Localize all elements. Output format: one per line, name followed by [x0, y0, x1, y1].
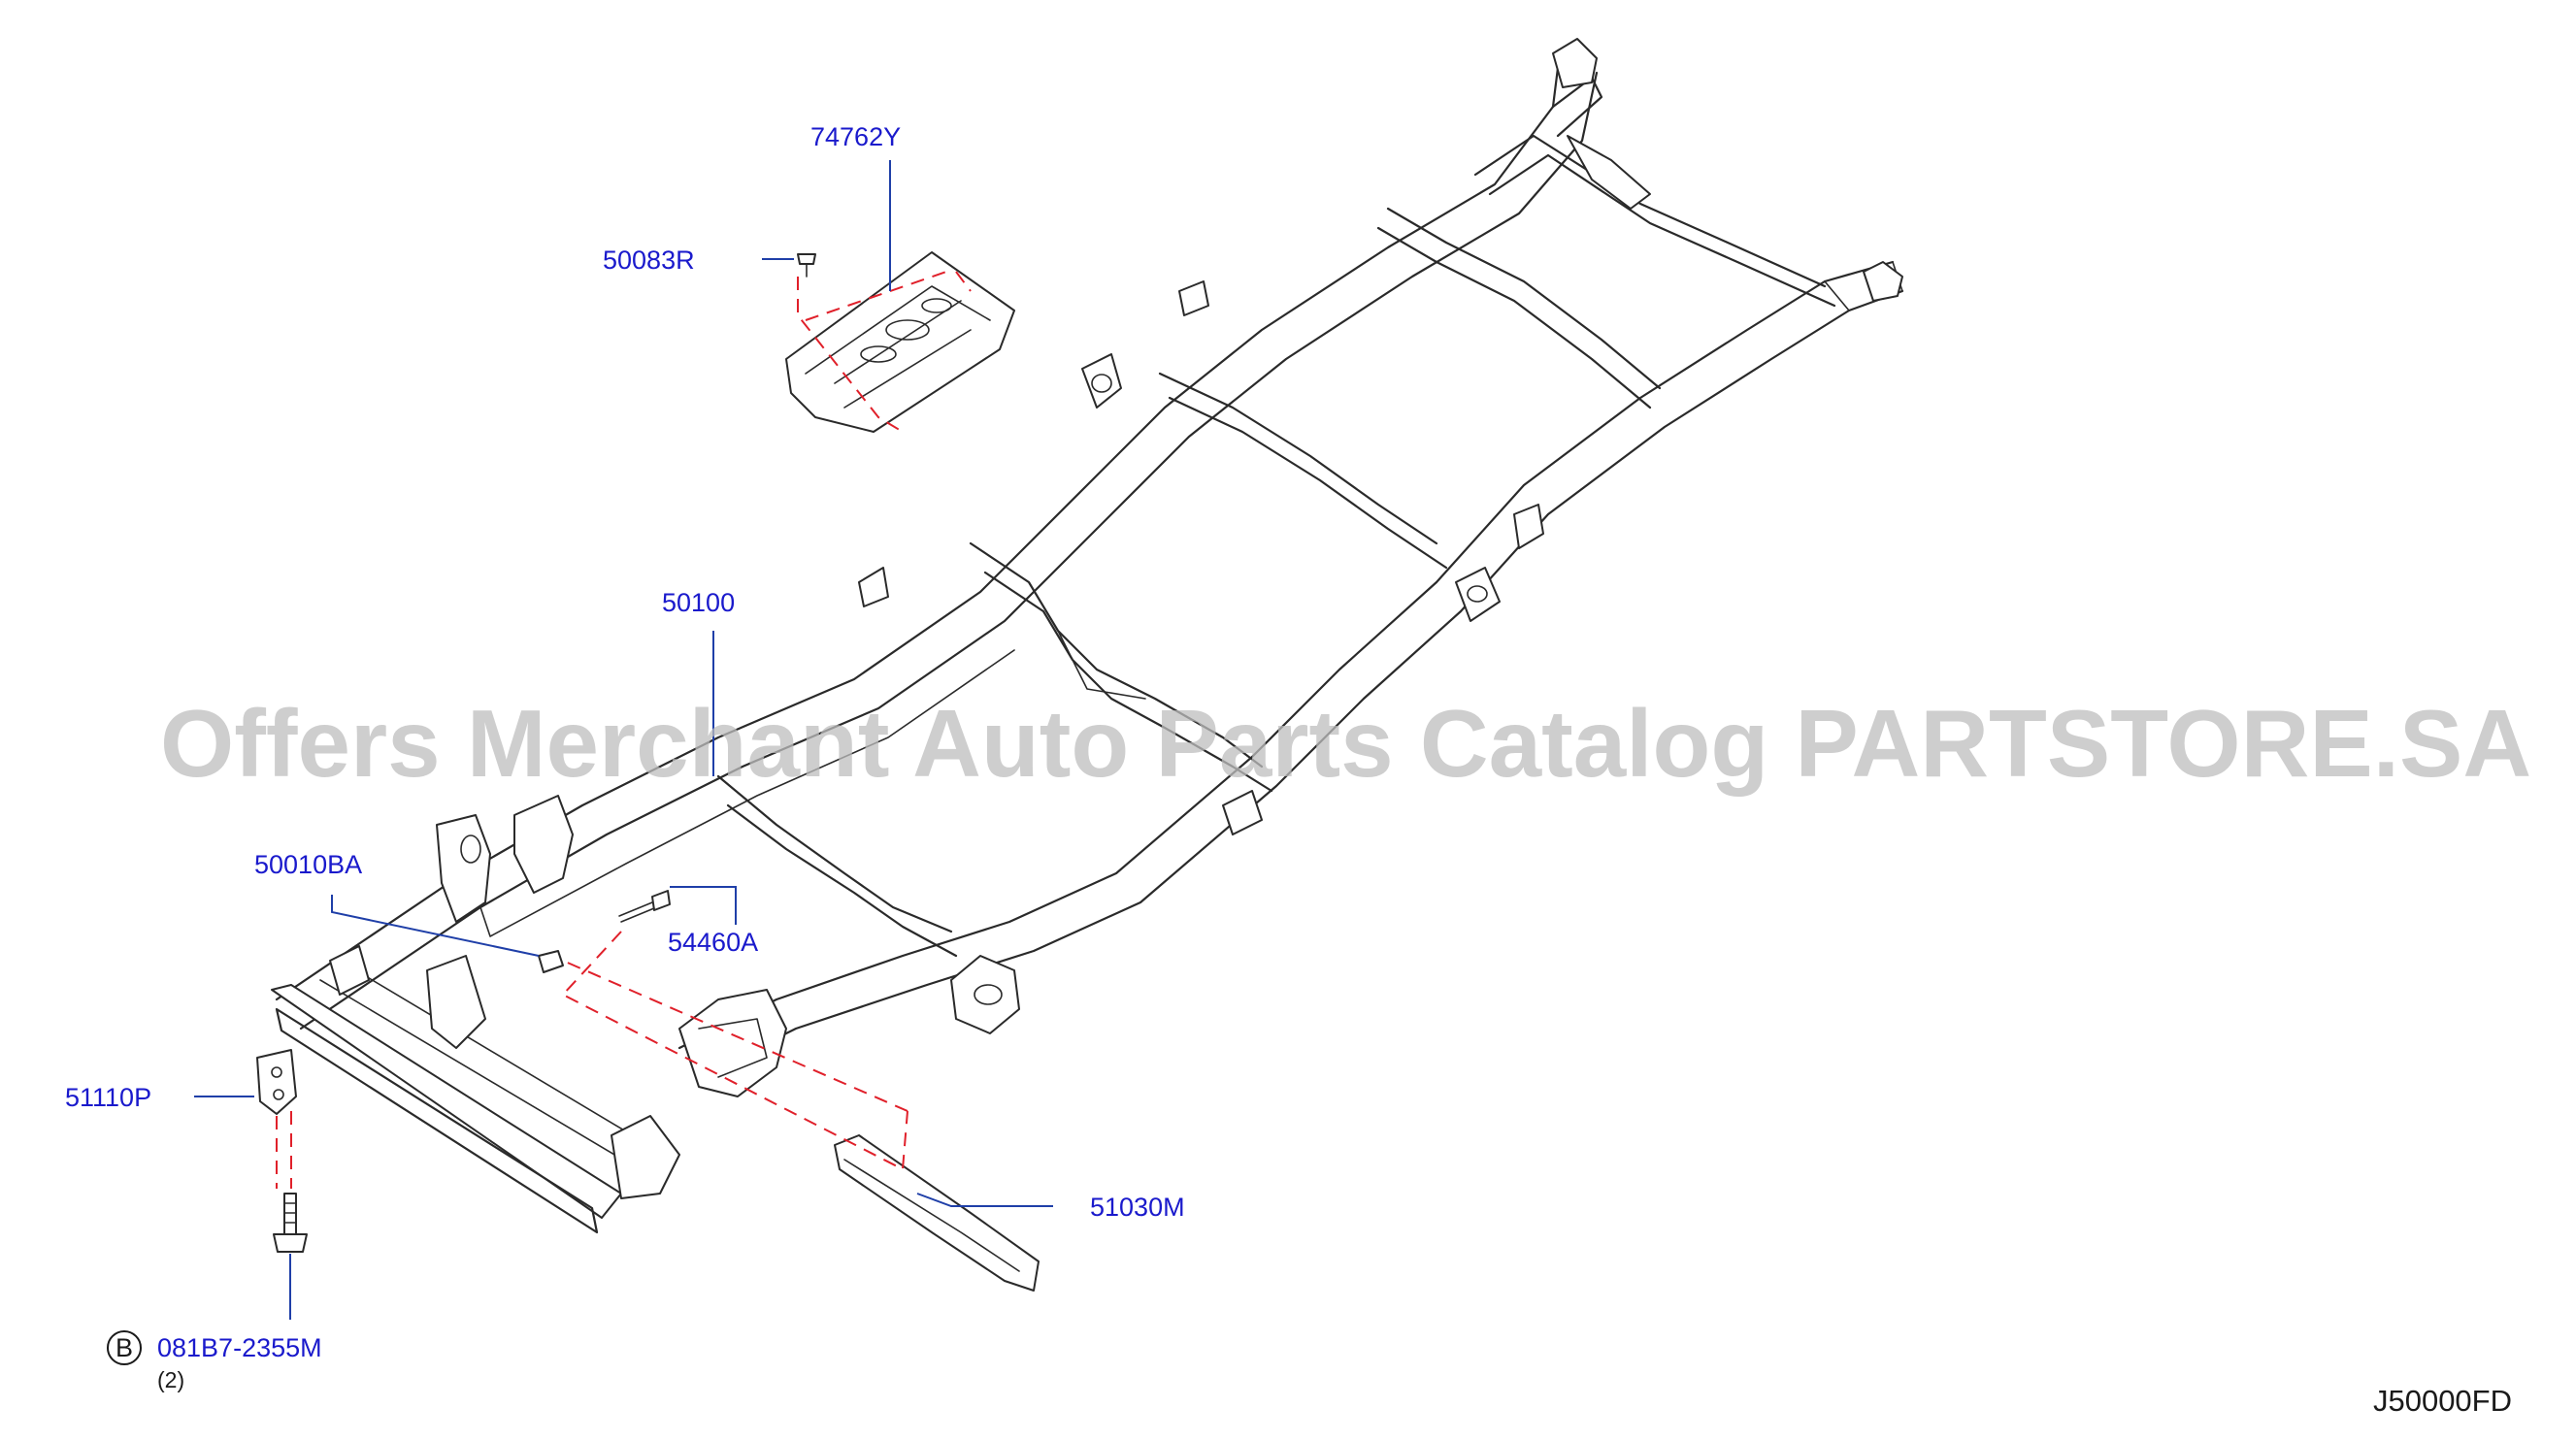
clip-50083R	[797, 253, 816, 278]
label-081B7-2355M[interactable]: 081B7-2355M	[157, 1333, 322, 1362]
label-74762Y[interactable]: 74762Y	[810, 122, 901, 151]
leader-lines	[194, 160, 1053, 1320]
heat-shield-74762Y	[785, 251, 1015, 433]
label-51030M[interactable]: 51030M	[1090, 1193, 1185, 1222]
label-group-081B7[interactable]: B 081B7-2355M	[107, 1330, 322, 1365]
label-51110P[interactable]: 51110P	[65, 1083, 151, 1112]
bracket-51110P	[256, 1049, 297, 1115]
label-54460A[interactable]: 54460A	[668, 928, 758, 957]
nut-50010BA	[538, 950, 564, 973]
bracket-51030M	[834, 1134, 1040, 1292]
circle-b-icon	[107, 1330, 142, 1365]
dashed-guides	[276, 271, 972, 1189]
label-50083R[interactable]: 50083R	[603, 245, 695, 275]
label-50100[interactable]: 50100	[662, 588, 735, 617]
bolt-081B7-2355M	[273, 1193, 308, 1253]
quantity-label: (2)	[157, 1367, 184, 1392]
watermark-text: Offers Merchant Auto Parts Catalog PARTS…	[160, 690, 2531, 797]
label-50010BA[interactable]: 50010BA	[254, 850, 362, 879]
chassis-frame-50100	[271, 38, 1904, 1234]
diagram-code: J50000FD	[2373, 1384, 2512, 1418]
circle-b-letter: B	[116, 1333, 133, 1362]
bolt-54460A	[618, 890, 671, 923]
